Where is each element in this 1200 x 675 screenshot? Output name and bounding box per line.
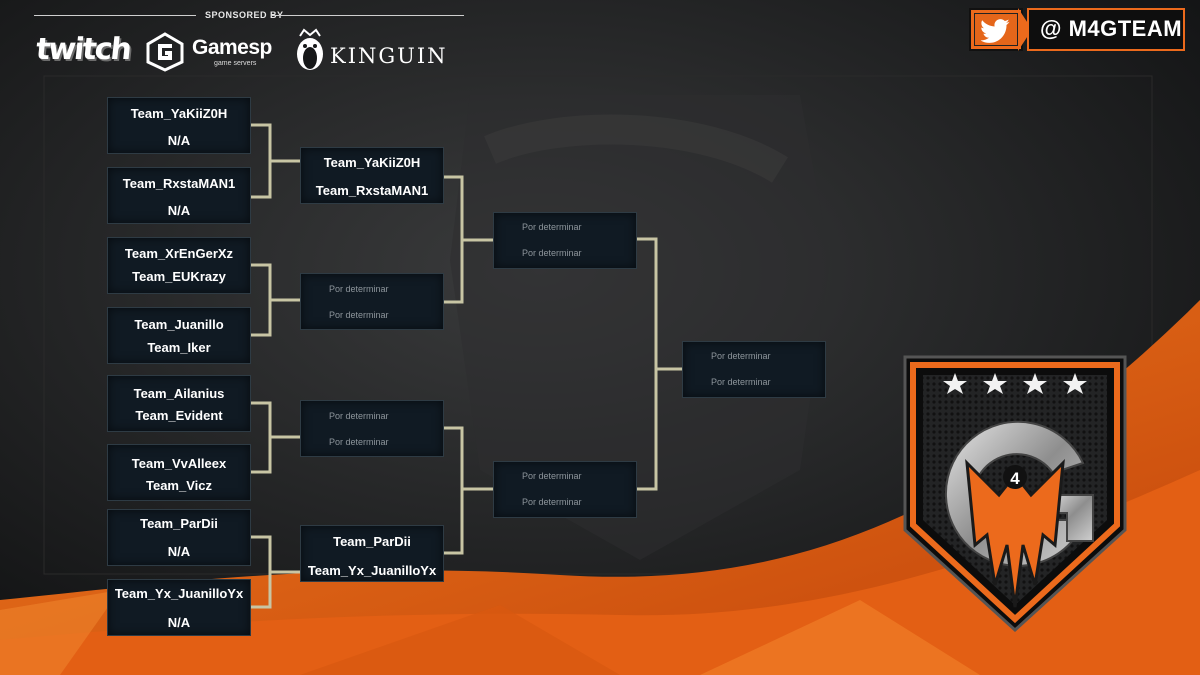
team-slot: Por determinar (522, 471, 582, 481)
team-slot: Team_XrEnGerXz (124, 246, 234, 261)
bracket-match-sf-2: Por determinar Por determinar (493, 461, 637, 518)
bracket-match-r1-7: Team_ParDii N/A (107, 509, 251, 566)
team-slot: Team_ParDii (333, 534, 411, 549)
sponsor-divider-right (272, 15, 464, 16)
team-slot: Team_Yx_JuanilloYx (114, 586, 244, 601)
team-slot: Team_Vicz (145, 478, 212, 493)
team-slot: N/A (167, 544, 191, 559)
gamesp-logo-text: Gamesp (192, 36, 272, 59)
gamesp-subtitle: game servers (214, 60, 257, 67)
kinguin-logo-text: KINGUIN (330, 44, 448, 68)
bracket-match-r1-6: Team_VvAlleex Team_Vicz (107, 444, 251, 501)
twitter-handle-box (1027, 8, 1185, 51)
team-slot: Por determinar (329, 284, 389, 294)
team-slot: Team_YaKiiZ0H (323, 155, 421, 170)
team-slot: N/A (167, 133, 191, 148)
team-slot: Por determinar (329, 437, 389, 447)
bracket-match-r1-1: Team_YaKiiZ0H N/A (107, 97, 251, 154)
gamesp-logo-icon (146, 32, 184, 72)
team-slot: Team_Yx_JuanilloYx (307, 563, 437, 578)
twitter-badge (969, 8, 1023, 51)
bracket-match-r1-4: Team_Juanillo Team_Iker (107, 307, 251, 364)
team-slot: Team_RxstaMAN1 (122, 176, 236, 191)
team-slot: Team_Evident (135, 408, 223, 423)
bracket-match-r1-3: Team_XrEnGerXz Team_EUKrazy (107, 237, 251, 294)
bracket-match-r2-1: Team_YaKiiZ0H Team_RxstaMAN1 (300, 147, 444, 204)
bracket-match-r2-3: Por determinar Por determinar (300, 400, 444, 457)
bracket-connectors (251, 123, 682, 609)
team-slot: Team_YaKiiZ0H (130, 106, 228, 121)
team-emblem: 4 (903, 355, 1127, 633)
bracket-match-r1-8: Team_Yx_JuanilloYx N/A (107, 579, 251, 636)
bracket-match-sf-1: Por determinar Por determinar (493, 212, 637, 269)
team-slot: Por determinar (711, 377, 771, 387)
team-slot: Por determinar (329, 310, 389, 320)
sponsored-by-label: SPONSORED BY (205, 10, 284, 20)
emblem-stars (943, 373, 1087, 394)
team-slot: N/A (167, 203, 191, 218)
twitter-handle: @ M4GTEAM (1040, 16, 1183, 41)
team-slot: Por determinar (522, 222, 582, 232)
bracket-match-r2-4: Team_ParDii Team_Yx_JuanilloYx (300, 525, 444, 582)
handle-arrow (1018, 8, 1032, 51)
twitter-bird-icon (981, 19, 1010, 43)
bracket-match-r1-2: Team_RxstaMAN1 N/A (107, 167, 251, 224)
team-slot: Team_RxstaMAN1 (315, 183, 429, 198)
bracket-match-r1-5: Team_Ailanius Team_Evident (107, 375, 251, 432)
emblem-number: 4 (1010, 469, 1020, 488)
bracket-match-r2-2: Por determinar Por determinar (300, 273, 444, 330)
team-slot: Team_VvAlleex (131, 456, 227, 471)
team-slot: Team_Juanillo (134, 317, 224, 332)
sponsor-divider-left (34, 15, 196, 16)
team-slot: Por determinar (329, 411, 389, 421)
team-slot: Team_ParDii (140, 516, 218, 531)
team-slot: N/A (167, 615, 191, 630)
team-slot: Team_EUKrazy (132, 269, 226, 284)
kinguin-penguin-icon (297, 28, 323, 70)
team-slot: Por determinar (711, 351, 771, 361)
twitch-logo: twitch (34, 32, 132, 67)
team-slot: Por determinar (522, 248, 582, 258)
bracket-match-final: Por determinar Por determinar (682, 341, 826, 398)
team-slot: Por determinar (522, 497, 582, 507)
team-slot: Team_Ailanius (133, 386, 225, 401)
team-slot: Team_Iker (147, 340, 211, 355)
